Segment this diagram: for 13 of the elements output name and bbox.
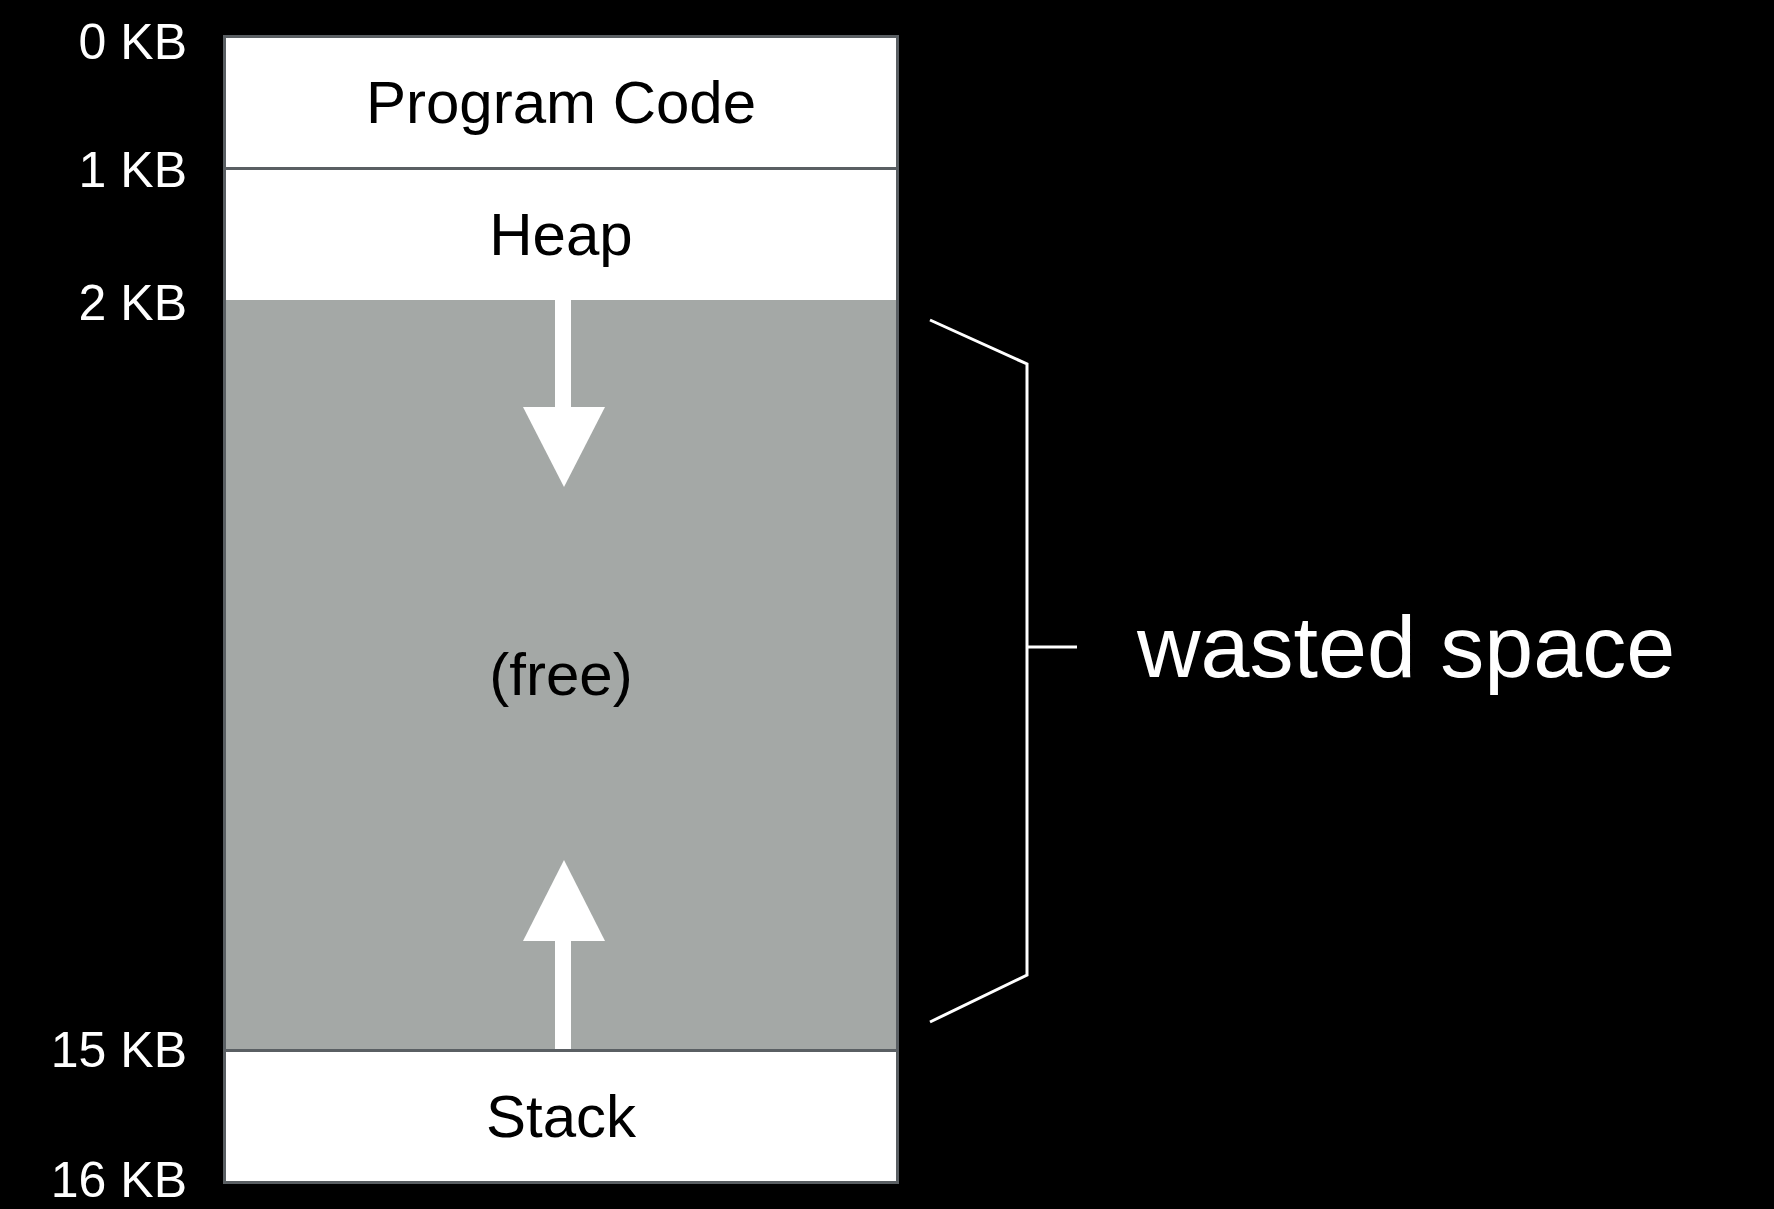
segment-label: Heap: [489, 205, 633, 265]
program-code-segment: [223, 35, 899, 170]
address-label: 15 KB: [50, 1025, 187, 1075]
segment-label: Program Code: [365, 72, 757, 133]
address-label: 16 KB: [50, 1155, 187, 1205]
address-label: 1 KB: [78, 145, 187, 195]
free-segment: [223, 300, 899, 1052]
address-label: 2 KB: [78, 278, 187, 328]
stack-segment: [223, 1049, 899, 1184]
segment-label: Stack: [485, 1086, 637, 1147]
heap-segment: [223, 167, 899, 303]
segment-label: (free): [489, 644, 633, 705]
address-label: 0 KB: [78, 17, 187, 67]
